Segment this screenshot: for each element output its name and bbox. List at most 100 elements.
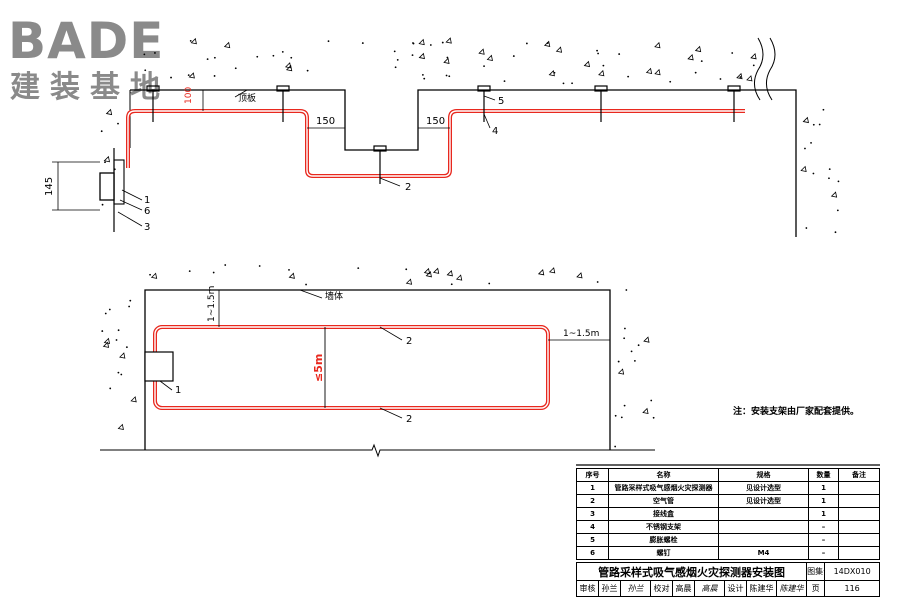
col-header-no: 序号	[576, 468, 609, 482]
cell: 1	[808, 507, 839, 521]
plan-view	[100, 289, 655, 458]
hatch-dot	[306, 69, 309, 72]
hatch-triangle	[654, 68, 661, 76]
hatch-dot	[630, 350, 633, 353]
hatch-dot	[624, 327, 626, 330]
plan-dim-right-text: 1~1.5m	[563, 329, 599, 339]
hatch-dot	[620, 416, 623, 419]
hatch-dot	[115, 339, 118, 341]
hatch-triangle	[576, 272, 583, 279]
hatch-dot	[446, 56, 449, 59]
atlas-label: 图集号	[806, 562, 826, 581]
hatch-dot	[256, 55, 259, 58]
hatch-dot	[288, 268, 290, 271]
hatch-dot	[602, 64, 605, 67]
hatch-dot	[731, 52, 734, 54]
hatch-triangle	[425, 270, 432, 278]
elevation-leaders	[117, 89, 496, 227]
hatch-triangle	[537, 269, 545, 276]
hatch-triangle	[694, 45, 702, 53]
hatch-dot	[396, 59, 399, 61]
hatch-triangle	[150, 272, 158, 279]
cell: 管路采样式吸气感烟火灾探测器	[608, 481, 719, 495]
logo-subtitle: 建装基地	[10, 70, 170, 105]
hatch-dot	[571, 82, 573, 85]
hatch-dot	[405, 268, 408, 271]
design-name: 陈建华	[746, 580, 777, 597]
hatch-triangle	[445, 37, 452, 44]
elevation-labels: 100 顶板 150 150 145 1 6 3 2 4 5	[44, 87, 504, 233]
col-header-qty: 数量	[808, 468, 839, 482]
hatch-dot	[149, 273, 151, 276]
hatch-dot	[822, 108, 825, 111]
hatch-dot	[357, 267, 360, 270]
hatch-dot	[104, 161, 106, 164]
design-signature: 陈建华	[775, 580, 808, 597]
hatch-triangle	[548, 69, 555, 77]
cell	[838, 520, 880, 534]
hatch-dot	[818, 123, 821, 126]
logo-brand: BADE	[8, 12, 164, 70]
hatch-triangle	[598, 69, 605, 77]
hatch-dot	[512, 55, 515, 57]
hatch-triangle	[583, 60, 591, 68]
dim-150-left-text: 150	[316, 116, 335, 127]
title-block: 管路采样式吸气感烟火灾探测器安装图 图集号 14DX010 审核 孙兰 孙兰 校…	[575, 562, 881, 597]
hatch-dot	[100, 130, 103, 133]
hatch-dot	[411, 54, 414, 56]
hatch-dot	[113, 168, 116, 171]
cell: 6	[576, 546, 609, 560]
hatch-dot	[188, 270, 191, 273]
cell	[838, 507, 880, 521]
hatch-triangle	[288, 272, 295, 279]
plan-pipe-loop-core	[154, 326, 549, 409]
hatch-dot	[393, 50, 396, 53]
hatch-dot	[650, 399, 653, 402]
callout-1: 1	[144, 195, 150, 206]
design-label: 设计	[724, 580, 747, 597]
cell: 空气管	[608, 494, 719, 508]
check-label: 校对	[650, 580, 673, 597]
cell: 见设计选型	[718, 494, 809, 508]
hatch-dot	[189, 39, 192, 42]
col-header-name: 名称	[608, 468, 719, 482]
hatch-dot	[206, 58, 209, 61]
ceiling-label: 顶板	[238, 92, 256, 104]
hatch-dot	[597, 52, 599, 55]
hatch-dot	[652, 416, 655, 419]
hatch-dot	[144, 69, 147, 72]
hatch-dot	[618, 53, 621, 55]
hatch-triangle	[455, 274, 463, 281]
cell: 见设计选型	[718, 481, 809, 495]
col-header-spec: 规格	[718, 468, 809, 482]
cell: 1	[808, 494, 839, 508]
cell	[838, 481, 880, 495]
hatch-dot	[429, 44, 432, 46]
detector-bracket	[113, 159, 125, 205]
parts-table-header: 序号 名称 规格 数量 备注	[576, 468, 880, 482]
hatch-dot	[101, 330, 104, 332]
hatch-triangle	[418, 38, 425, 46]
hatch-dot	[423, 77, 426, 80]
dim-100-text: 100	[184, 87, 194, 104]
plan-labels: 1~1.5m 墙体 1~1.5m ≤5m 2 2 1	[175, 286, 599, 425]
plan-callout-1: 1	[175, 385, 181, 396]
plan-callout-2-bottom: 2	[406, 414, 412, 425]
cell: 2	[576, 494, 609, 508]
hatch-dot	[281, 50, 284, 53]
review-signature: 孙兰	[620, 580, 651, 597]
hatch-dot	[812, 172, 815, 175]
hatch-triangle	[555, 46, 563, 53]
hatch-dot	[258, 265, 261, 267]
cell: –	[808, 533, 839, 547]
hatch-triangle	[105, 108, 113, 116]
hatch-dot	[837, 180, 840, 183]
cell: 1	[808, 481, 839, 495]
cell	[718, 520, 809, 534]
page-number: 116	[824, 580, 881, 597]
hatch-dot	[596, 281, 599, 283]
detector-box	[99, 172, 115, 201]
cell: M4	[718, 546, 809, 560]
